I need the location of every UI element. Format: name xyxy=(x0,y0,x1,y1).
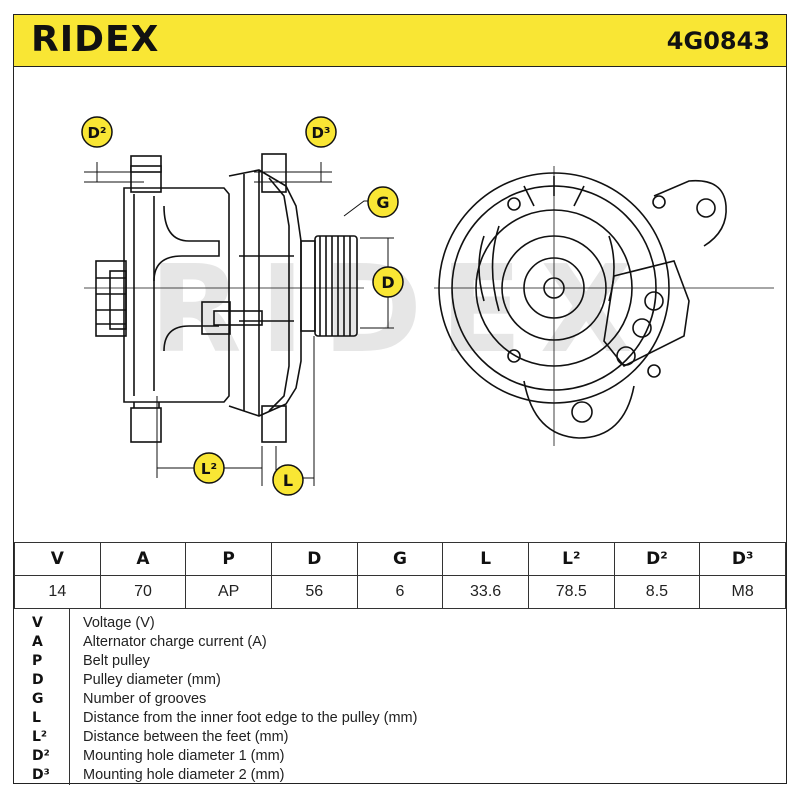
legend-desc: Mounting hole diameter 2 (mm) xyxy=(83,767,285,783)
specs-value-cell: 78.5 xyxy=(527,575,615,609)
alternator-drawing: RIDEX xyxy=(81,116,774,496)
legend-row: A Alternator charge current (A) xyxy=(14,633,786,651)
specs-table: V A P D G L L² D² D³ 14 70 AP 56 6 33.6 … xyxy=(14,542,786,609)
specs-header-cell: A xyxy=(99,542,187,576)
specs-header-cell: D xyxy=(270,542,358,576)
specs-header-cell: D³ xyxy=(699,542,786,576)
label-badge-d: D xyxy=(372,266,404,298)
legend-desc: Mounting hole diameter 1 (mm) xyxy=(83,748,285,764)
specs-value-cell: 56 xyxy=(270,575,358,609)
specs-value-cell: AP xyxy=(185,575,272,609)
legend-code: G xyxy=(32,691,44,707)
label-badge-g: G xyxy=(367,186,399,218)
legend-row: P Belt pulley xyxy=(14,652,786,670)
legend-code: L² xyxy=(32,729,48,745)
legend-desc: Distance from the inner foot edge to the… xyxy=(83,710,418,726)
legend-desc: Pulley diameter (mm) xyxy=(83,672,221,688)
part-number: 4G0843 xyxy=(666,27,770,55)
page-frame xyxy=(13,14,787,784)
specs-header-cell: L² xyxy=(527,542,615,576)
legend-desc: Number of grooves xyxy=(83,691,207,707)
legend-row: L Distance from the inner foot edge to t… xyxy=(14,709,786,727)
specs-header-cell: P xyxy=(185,542,272,576)
specs-value-cell: M8 xyxy=(699,575,786,609)
legend-code: P xyxy=(32,653,43,669)
label-badge-d3: D³ xyxy=(305,116,337,148)
legend-row: G Number of grooves xyxy=(14,690,786,708)
specs-value-cell: 6 xyxy=(356,575,444,609)
svg-text:G: G xyxy=(376,193,389,212)
legend-code: D xyxy=(32,672,44,688)
legend-desc: Distance between the feet (mm) xyxy=(83,729,289,745)
legend-row: D² Mounting hole diameter 1 (mm) xyxy=(14,747,786,765)
specs-header-cell: L xyxy=(442,542,529,576)
legend-code: A xyxy=(32,634,43,650)
specs-value-cell: 33.6 xyxy=(442,575,529,609)
legend: V Voltage (V) A Alternator charge curren… xyxy=(14,608,786,785)
legend-row: D³ Mounting hole diameter 2 (mm) xyxy=(14,766,786,784)
legend-desc: Belt pulley xyxy=(83,653,150,669)
specs-header-cell: G xyxy=(356,542,444,576)
svg-text:D²: D² xyxy=(87,124,106,142)
legend-desc: Alternator charge current (A) xyxy=(83,634,267,650)
specs-value-cell: 8.5 xyxy=(613,575,701,609)
svg-text:D³: D³ xyxy=(311,124,330,142)
specs-value-cell: 70 xyxy=(99,575,187,609)
header-bar: RIDEX 4G0843 xyxy=(14,15,786,67)
legend-code: D² xyxy=(32,748,50,764)
specs-header-cell: D² xyxy=(613,542,701,576)
legend-row: D Pulley diameter (mm) xyxy=(14,671,786,689)
front-view xyxy=(434,166,774,446)
legend-row: V Voltage (V) xyxy=(14,614,786,632)
specs-value-cell: 14 xyxy=(14,575,101,609)
svg-text:L²: L² xyxy=(201,460,217,478)
specs-header-cell: V xyxy=(14,542,101,576)
label-badge-l: L xyxy=(272,464,304,496)
specs-header-row: V A P D G L L² D² D³ xyxy=(14,542,786,576)
label-badge-l2: L² xyxy=(193,452,225,484)
legend-divider xyxy=(69,609,70,785)
specs-value-row: 14 70 AP 56 6 33.6 78.5 8.5 M8 xyxy=(14,575,786,609)
label-badge-d2: D² xyxy=(81,116,113,148)
side-view xyxy=(84,153,364,443)
legend-row: L² Distance between the feet (mm) xyxy=(14,728,786,746)
legend-code: V xyxy=(32,615,43,631)
legend-desc: Voltage (V) xyxy=(83,615,155,631)
legend-code: D³ xyxy=(32,767,50,783)
svg-text:D: D xyxy=(381,273,394,292)
brand-logo: RIDEX xyxy=(31,19,160,60)
svg-text:L: L xyxy=(283,471,293,490)
legend-code: L xyxy=(32,710,41,726)
